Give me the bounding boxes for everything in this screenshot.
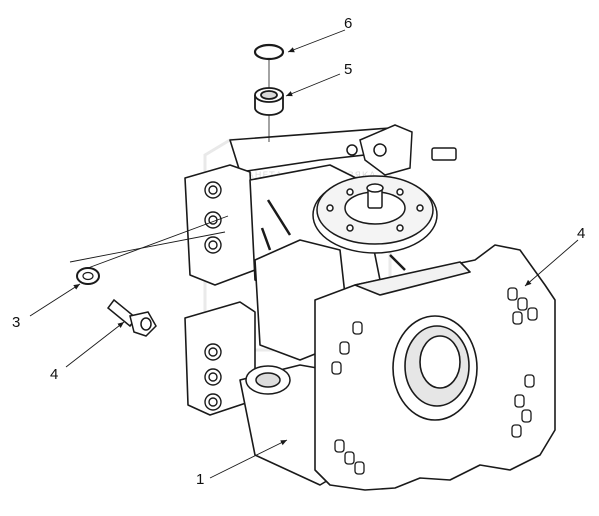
leader-4-left [65, 321, 125, 368]
leader-4-right [524, 239, 579, 287]
callout-5: 5 [344, 61, 353, 78]
stud-group-left [331, 321, 363, 375]
part-3-washer [76, 267, 100, 285]
callout-6: 6 [344, 15, 353, 32]
shading [260, 199, 406, 271]
part-5-bushing [254, 87, 284, 116]
flange-bore [392, 315, 478, 421]
leader-5 [285, 73, 341, 97]
stud-group-top-right [507, 287, 538, 325]
housing-lug [245, 365, 291, 395]
right-flange-top-face [354, 261, 471, 296]
leader-1 [209, 439, 288, 479]
right-flange-studs [331, 287, 538, 475]
part-4-bolt [106, 298, 157, 337]
left-flange-bolts [204, 181, 222, 411]
leader-3 [29, 283, 81, 317]
group-line-bottom [87, 215, 229, 269]
watermark-text-left: ПЛАНЕТА [232, 171, 283, 181]
round-cover [312, 175, 438, 254]
leader-6 [287, 29, 346, 53]
part-6-ring [253, 43, 285, 61]
callout-4-right: 4 [577, 225, 586, 242]
callout-1: 1 [196, 471, 205, 488]
stud-group-bottom-right [511, 374, 535, 438]
stud-group-bottom-left [334, 439, 365, 475]
leader-lines [29, 29, 579, 479]
group-line-top [69, 231, 226, 263]
top-linkage [346, 124, 457, 176]
callout-4-left: 4 [50, 366, 59, 383]
callout-3: 3 [12, 314, 21, 331]
